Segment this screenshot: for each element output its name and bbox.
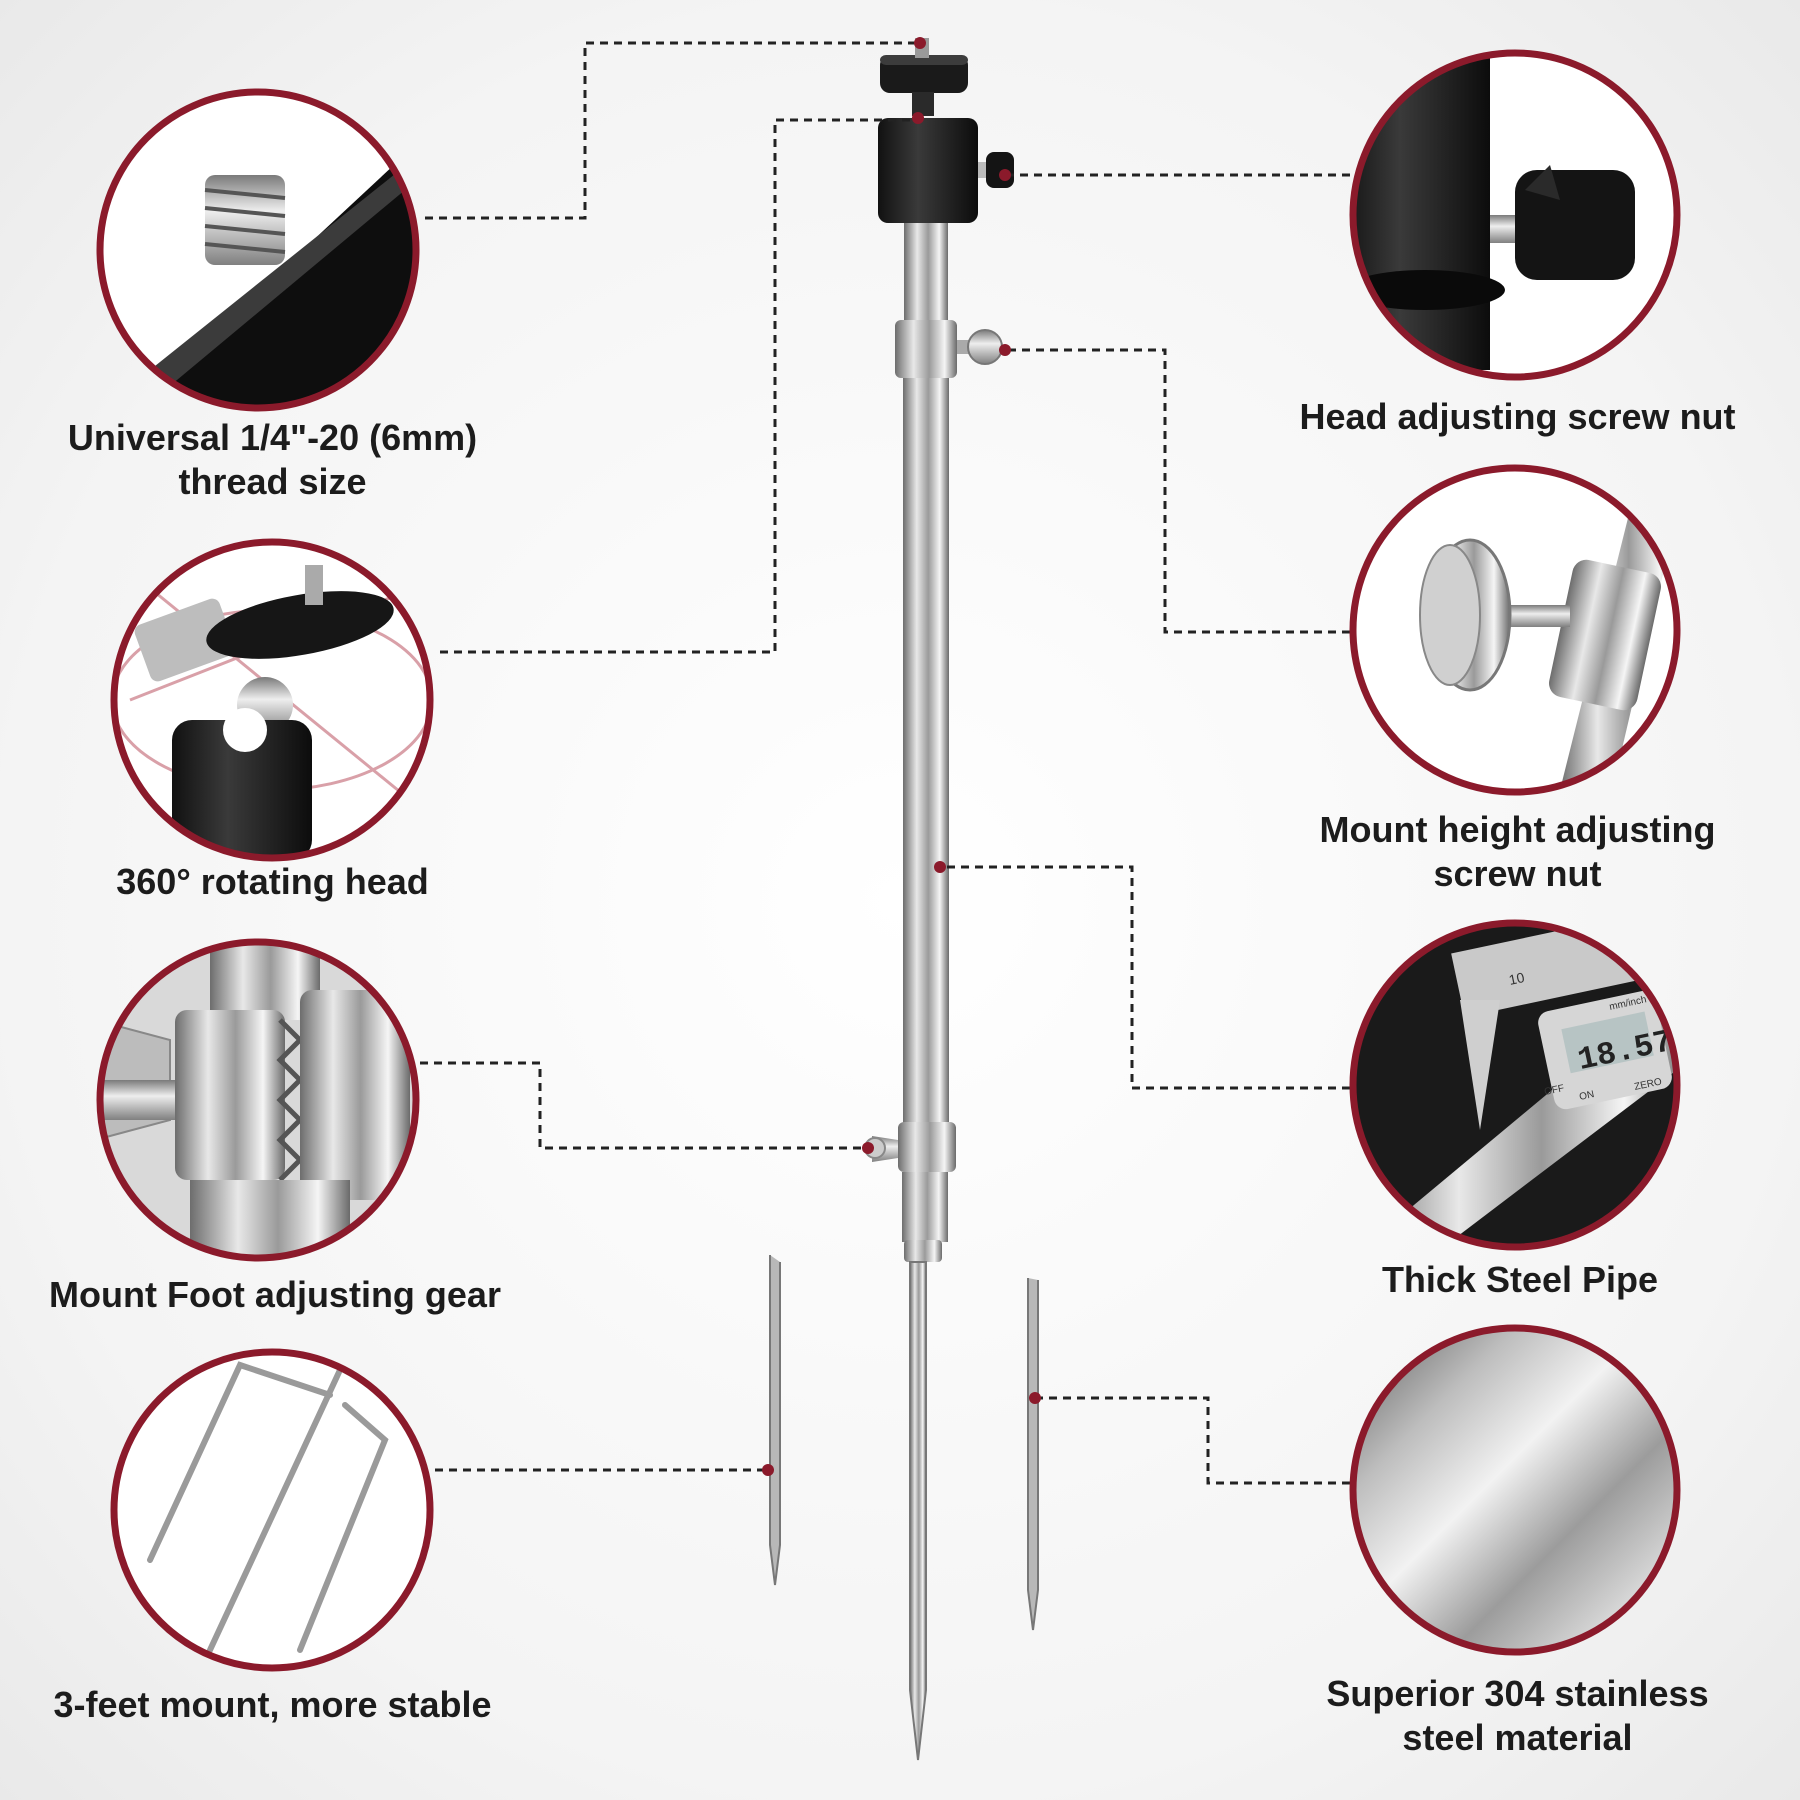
caliper-scale-label: 10 [1507,969,1526,988]
pipe-label: Thick Steel Pipe [1320,1258,1720,1302]
caliper-on-label: ON [1578,1089,1595,1103]
connector-lines [420,41,1350,1485]
height-nut-line1: Mount height adjusting [1319,809,1716,850]
stake-product [764,38,1039,1761]
head-nut-line1: Head adjusting screw nut [1299,396,1736,437]
stainless-texture-circle [1349,1324,1681,1656]
rotating-head-label: 360° rotating head [60,860,485,904]
head-nut-circle [1349,49,1681,381]
pipe-caliper-circle: 18.57 10 mm/inch OFF ON ZERO [1349,919,1681,1251]
screw-thread-icon [204,175,286,265]
three-feet-circle [110,1348,434,1672]
three-feet-line1: 3-feet mount, more stable [53,1684,492,1725]
three-feet-label: 3-feet mount, more stable [20,1683,525,1727]
thread-size-label: Universal 1/4"-20 (6mm) thread size [20,416,525,504]
thread-size-line1: Universal 1/4"-20 (6mm) [67,417,478,458]
foot-gear-label: Mount Foot adjusting gear [10,1273,540,1317]
height-nut-line2: screw nut [1433,853,1602,894]
rotating-head-line1: 360° rotating head [116,861,429,902]
height-nut-label: Mount height adjusting screw nut [1280,808,1755,896]
thread-size-line2: thread size [178,461,367,502]
head-nut-label: Head adjusting screw nut [1270,395,1765,439]
rotating-head-circle [110,538,434,862]
caliper-off-label: OFF [1543,1083,1565,1098]
thread-detail-circle [96,88,420,412]
foot-gear-line1: Mount Foot adjusting gear [49,1274,501,1315]
connector-dots [762,37,1041,1476]
pipe-line1: Thick Steel Pipe [1381,1259,1659,1300]
foot-gear-circle [96,938,420,1262]
material-label: Superior 304 stainless steel material [1290,1672,1745,1760]
height-nut-circle [1349,464,1681,796]
material-line1: Superior 304 stainless [1326,1673,1709,1714]
material-line2: steel material [1402,1717,1633,1758]
